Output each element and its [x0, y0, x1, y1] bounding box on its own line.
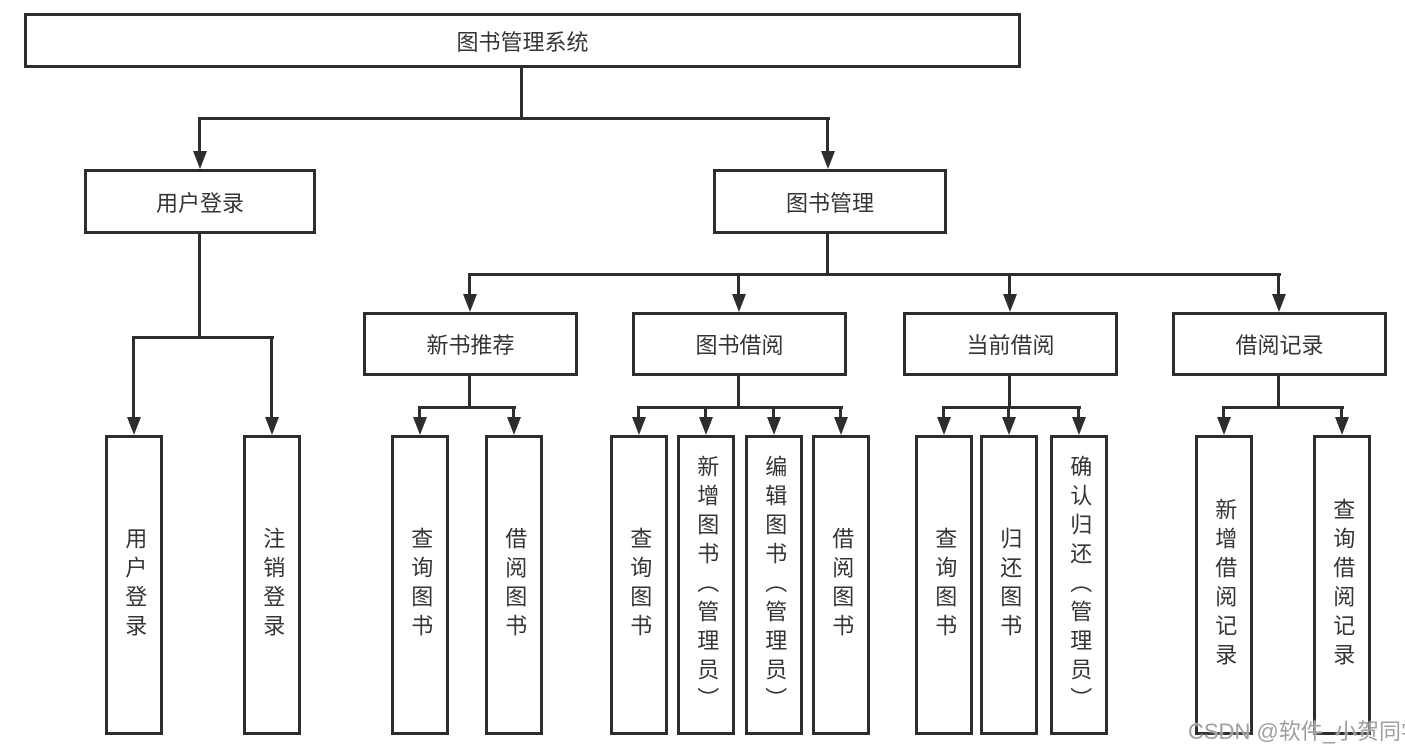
connector-line [132, 336, 274, 339]
leaf-query-books-3: 查询图书 [915, 435, 973, 735]
node-label: 新增借阅记录 [1212, 498, 1238, 672]
arrow-down-icon [1002, 417, 1016, 435]
connector-line [826, 234, 829, 276]
connector-line [270, 336, 273, 419]
node-label: 查询借阅记录 [1330, 498, 1356, 672]
node-label: 注销登录 [260, 527, 286, 643]
node-label: 借阅记录 [1235, 333, 1324, 358]
connector-line [826, 117, 829, 153]
node-label: 查询图书 [627, 527, 653, 643]
node-label: 图书管理系统 [456, 29, 589, 55]
leaf-add-borrow-record: 新增借阅记录 [1195, 435, 1253, 735]
connector-line [737, 376, 740, 409]
arrow-down-icon [1335, 417, 1349, 435]
connector-line [468, 273, 1281, 276]
node-label: 查询图书 [408, 527, 434, 643]
arrow-down-icon [1003, 294, 1017, 312]
node-label: 用户登录 [155, 190, 244, 216]
arrow-down-icon [1072, 417, 1086, 435]
node-label: 新书推荐 [426, 333, 515, 358]
connector-line [1222, 406, 1225, 419]
arrow-down-icon [193, 151, 207, 169]
node-borrowing-records: 借阅记录 [1172, 312, 1387, 376]
connector-line [1277, 376, 1280, 409]
connector-line [198, 117, 830, 120]
connector-line [512, 406, 515, 419]
arrow-down-icon [1272, 294, 1286, 312]
node-label: 归还图书 [997, 527, 1023, 643]
node-label: 借阅图书 [502, 527, 528, 643]
connector-line [704, 406, 707, 419]
node-label: 新增图书（管理员） [694, 454, 720, 716]
leaf-query-books-2: 查询图书 [610, 435, 668, 735]
node-label: 编辑图书（管理员） [762, 454, 788, 716]
connector-line [839, 406, 842, 419]
leaf-query-books-1: 查询图书 [391, 435, 449, 735]
connector-line [1077, 406, 1080, 419]
node-user-login: 用户登录 [84, 169, 316, 234]
leaf-borrow-books-1: 借阅图书 [485, 435, 543, 735]
leaf-confirm-return-admin: 确认归还（管理员） [1050, 435, 1108, 735]
connector-line [942, 406, 945, 419]
leaf-edit-book-admin: 编辑图书（管理员） [745, 435, 803, 735]
arrow-down-icon [937, 417, 951, 435]
arrow-down-icon [732, 294, 746, 312]
arrow-down-icon [767, 417, 781, 435]
node-label: 图书管理 [785, 190, 874, 216]
leaf-add-book-admin: 新增图书（管理员） [677, 435, 735, 735]
arrow-down-icon [1217, 417, 1231, 435]
arrow-down-icon [834, 417, 848, 435]
arrow-down-icon [699, 417, 713, 435]
arrow-down-icon [507, 417, 521, 435]
leaf-borrow-books-2: 借阅图书 [812, 435, 870, 735]
node-book-management: 图书管理 [713, 169, 947, 234]
connector-line [1008, 273, 1011, 298]
node-current-borrowing: 当前借阅 [903, 312, 1118, 376]
connector-line [468, 273, 471, 298]
node-library-management-system: 图书管理系统 [24, 13, 1021, 68]
leaf-query-borrow-record: 查询借阅记录 [1313, 435, 1371, 735]
connector-line [1340, 406, 1343, 419]
node-label: 当前借阅 [966, 333, 1055, 358]
csdn-watermark: CSDN @软件_小贺同学 [1188, 719, 1405, 744]
node-label: 图书借阅 [695, 333, 784, 358]
node-label: 确认归还（管理员） [1067, 454, 1093, 716]
connector-line [1008, 376, 1011, 409]
node-label: 查询图书 [932, 527, 958, 643]
connector-line [132, 336, 135, 419]
connector-line [637, 406, 640, 419]
connector-line [418, 406, 421, 419]
connector-line [198, 117, 201, 153]
node-label: 借阅图书 [829, 527, 855, 643]
node-book-borrowing: 图书借阅 [632, 312, 847, 376]
arrow-down-icon [821, 151, 835, 169]
connector-line [198, 234, 201, 339]
connector-line [737, 273, 740, 298]
leaf-logout: 注销登录 [243, 435, 301, 735]
connector-line [942, 406, 1081, 409]
connector-line [520, 67, 523, 119]
connector-line [418, 406, 516, 409]
arrow-down-icon [127, 417, 141, 435]
connector-line [1222, 406, 1344, 409]
arrow-down-icon [632, 417, 646, 435]
connector-line [772, 406, 775, 419]
connector-line [468, 376, 471, 409]
arrow-down-icon [265, 417, 279, 435]
connector-line [1277, 273, 1280, 298]
connector-line [637, 406, 843, 409]
arrow-down-icon [413, 417, 427, 435]
leaf-user-login: 用户登录 [105, 435, 163, 735]
leaf-return-book: 归还图书 [980, 435, 1038, 735]
arrow-down-icon [463, 294, 477, 312]
node-label: 用户登录 [122, 527, 148, 643]
connector-line [1007, 406, 1010, 419]
node-new-book-recommend: 新书推荐 [363, 312, 578, 376]
